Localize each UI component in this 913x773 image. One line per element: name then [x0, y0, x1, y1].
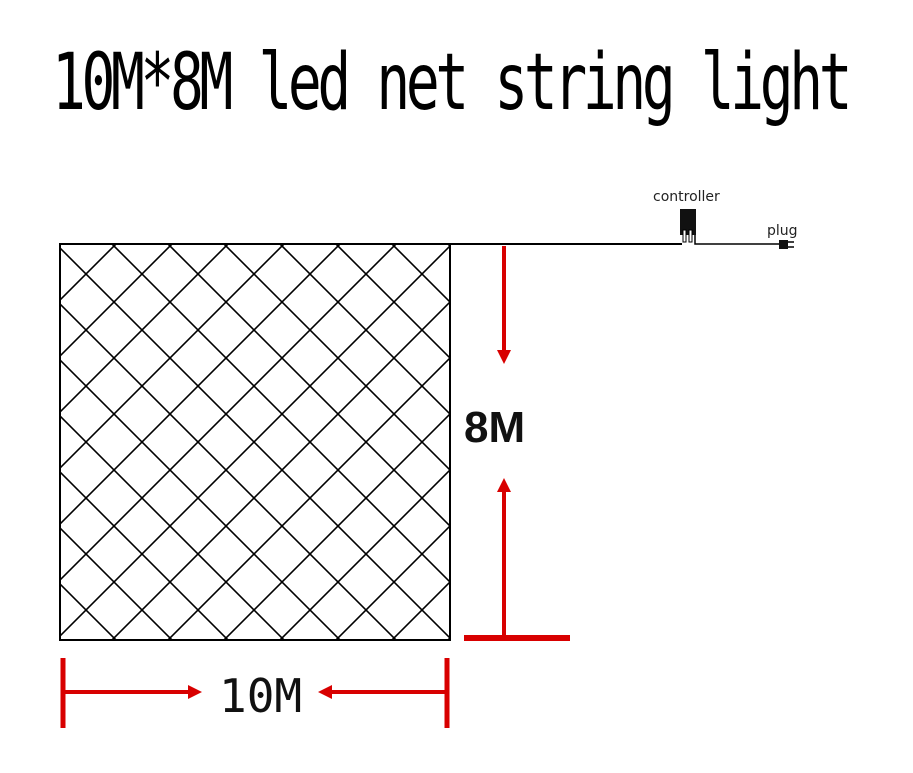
controller-label: controller [653, 189, 720, 205]
net-line [60, 244, 229, 414]
net-line [335, 244, 450, 360]
net-line [728, 244, 913, 640]
plug-label: plug [767, 223, 798, 239]
net-line [279, 244, 450, 416]
net-line [616, 244, 913, 640]
net-line [728, 244, 913, 640]
width-arrow-left [318, 685, 332, 699]
net-line [60, 470, 229, 640]
net-line [167, 356, 450, 640]
net-line [504, 244, 900, 640]
controller-icon [680, 209, 696, 243]
net-line [60, 244, 450, 638]
height-arrow-up [497, 478, 511, 492]
net-line [391, 580, 450, 640]
net-line [60, 244, 397, 582]
net-line [60, 244, 61, 246]
height-label: 8M [464, 403, 525, 452]
net-line [840, 244, 913, 640]
net-line [279, 468, 450, 640]
net-line [391, 244, 450, 304]
net-line [60, 582, 117, 640]
net-line [60, 244, 173, 358]
net-line [60, 244, 117, 302]
width-arrow-right [188, 685, 202, 699]
net-line [672, 244, 913, 640]
net-line [672, 244, 913, 640]
plug-cable [694, 235, 780, 245]
net-frame [59, 243, 451, 641]
net-line [335, 524, 450, 640]
net-mesh [60, 244, 913, 640]
height-arrow-down [497, 350, 511, 364]
net-line [60, 638, 61, 640]
net-line [60, 358, 341, 640]
net-line [784, 244, 913, 640]
net-line [60, 244, 285, 470]
width-label: 10M [219, 669, 302, 723]
net-line [616, 244, 913, 640]
width-dimension [60, 658, 450, 728]
net-line [60, 526, 173, 640]
net-line [504, 244, 900, 640]
plug-icon [779, 240, 794, 249]
net-line [111, 300, 450, 640]
net-line [784, 244, 913, 640]
net-line [223, 412, 450, 640]
net-line [560, 244, 913, 640]
height-dimension [464, 246, 570, 641]
net-line [560, 244, 913, 640]
net-line [840, 244, 913, 640]
page-title: 10M*8M led net string light [52, 38, 853, 128]
net-line [60, 244, 341, 526]
